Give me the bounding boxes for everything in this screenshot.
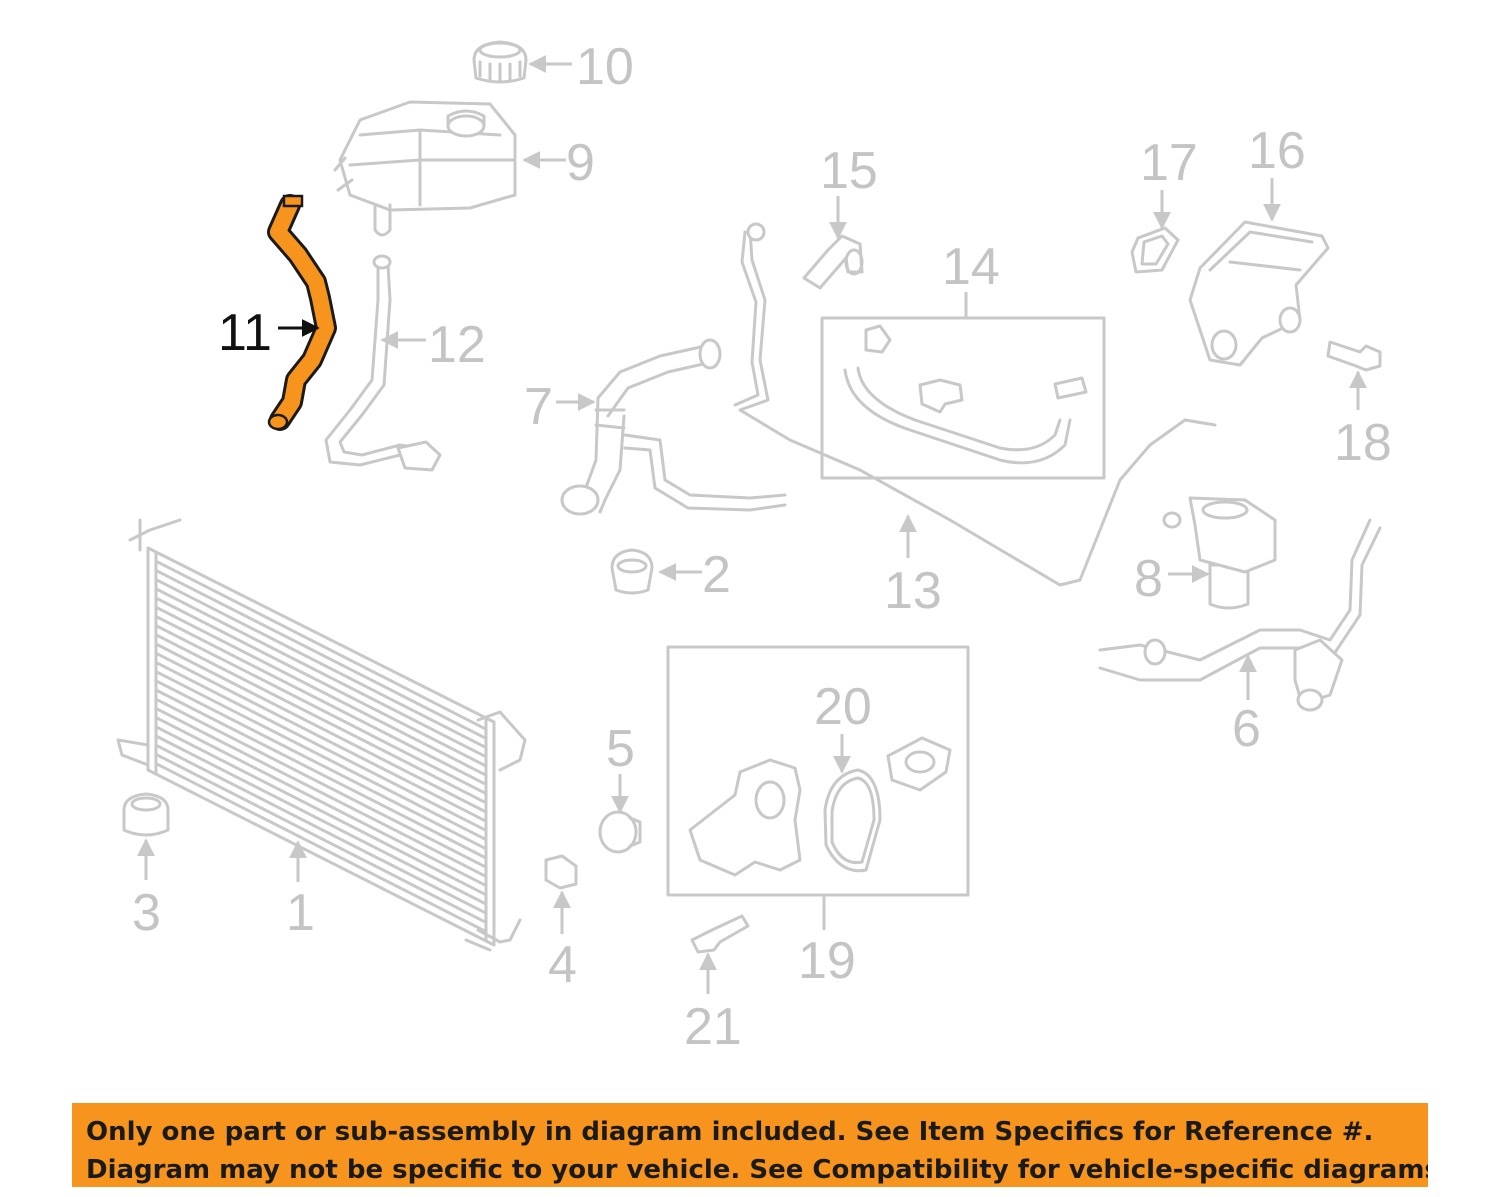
part-7-hose-assembly[interactable] xyxy=(560,338,787,516)
part-21-bolt[interactable] xyxy=(690,914,750,954)
part-4-clip[interactable] xyxy=(544,854,578,890)
part-19-thermostat[interactable] xyxy=(886,736,952,792)
part-18-bolt[interactable] xyxy=(1326,340,1382,372)
callout-6: 6 xyxy=(1232,700,1261,758)
part-3-mount[interactable] xyxy=(122,792,170,837)
part-16-housing[interactable] xyxy=(1188,220,1330,367)
callout-9: 9 xyxy=(566,134,595,192)
callout-2: 2 xyxy=(702,546,731,604)
callout-11: 11 xyxy=(218,304,272,362)
parts-diagram: 10 9 11 12 15 14 xyxy=(116,38,1392,1056)
part-9-expansion-tank[interactable] xyxy=(333,100,517,237)
part-19-box xyxy=(666,645,970,897)
callout-17: 17 xyxy=(1140,134,1198,192)
part-5-cap[interactable] xyxy=(598,810,642,854)
part-17-gasket[interactable] xyxy=(1130,226,1180,274)
callout-13: 13 xyxy=(884,562,942,620)
callout-12: 12 xyxy=(428,316,486,374)
disclaimer-banner: Only one part or sub-assembly in diagram… xyxy=(72,1103,1428,1187)
part-14-hose-kit[interactable] xyxy=(843,324,1088,465)
part-6-hose-assembly[interactable] xyxy=(1098,518,1382,712)
part-13-tube[interactable] xyxy=(733,222,1217,587)
callout-7: 7 xyxy=(524,378,553,436)
part-11-hose-highlighted[interactable] xyxy=(267,194,337,431)
part-15-connector[interactable] xyxy=(802,234,864,290)
callout-10: 10 xyxy=(576,38,634,96)
disclaimer-line-1: Only one part or sub-assembly in diagram… xyxy=(86,1117,1374,1147)
part-8-cooler[interactable] xyxy=(1162,496,1277,610)
callout-15: 15 xyxy=(820,142,878,200)
part-10-reservoir-cap[interactable] xyxy=(472,40,528,84)
callout-18: 18 xyxy=(1334,414,1392,472)
callout-8: 8 xyxy=(1134,550,1163,608)
callout-3: 3 xyxy=(132,884,161,942)
callout-19: 19 xyxy=(798,932,856,990)
part-14-box xyxy=(820,316,1106,480)
callout-21: 21 xyxy=(684,998,742,1056)
callout-14: 14 xyxy=(942,238,1000,296)
part-20-gasket[interactable] xyxy=(823,768,882,873)
part-1-radiator[interactable] xyxy=(116,518,527,952)
disclaimer-line-2: Diagram may not be specific to your vehi… xyxy=(86,1155,1428,1185)
part-12-hose[interactable] xyxy=(324,254,442,472)
callout-1: 1 xyxy=(286,884,315,942)
part-2-plug[interactable] xyxy=(610,548,654,595)
callout-16: 16 xyxy=(1248,122,1306,180)
callout-4: 4 xyxy=(548,936,577,994)
callout-5: 5 xyxy=(606,720,635,778)
callout-20: 20 xyxy=(814,678,872,736)
part-19-water-pump[interactable] xyxy=(688,758,802,877)
